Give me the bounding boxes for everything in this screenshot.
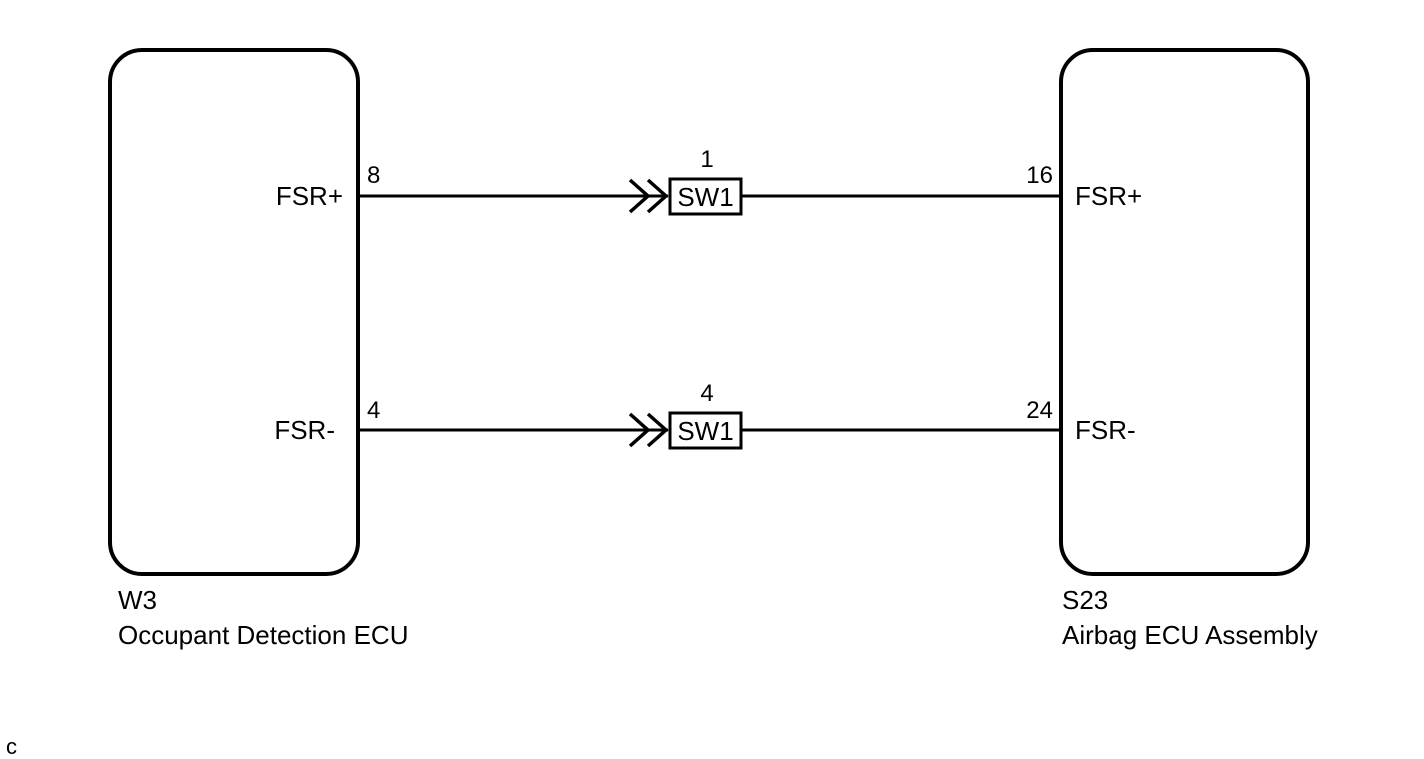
right-ecu-box — [1059, 48, 1310, 576]
connector-sw1-pin4-label: SW1 — [677, 416, 733, 446]
left-ecu-name: Occupant Detection ECU — [118, 620, 408, 650]
connector-2-chevron-outer — [628, 412, 651, 448]
wire-fsr-plus: SW1 1 — [358, 146, 1061, 216]
connector-sw1-pin1-box — [668, 177, 743, 216]
connector-1-chevron-inner — [646, 178, 669, 214]
right-ecu: FSR+ FSR- 16 24 S23 Airbag ECU Assembly — [1026, 48, 1318, 650]
connector-1-chevron-outer — [628, 178, 651, 214]
left-pin-8: 8 — [367, 162, 380, 189]
connector-2-chevron-inner — [646, 412, 669, 448]
left-ecu-code: W3 — [118, 585, 157, 615]
left-signal-fsr-minus: FSR- — [274, 415, 335, 445]
right-signal-fsr-minus: FSR- — [1075, 415, 1136, 445]
connector-sw1-pin4-number: 4 — [700, 380, 713, 407]
connector-sw1-pin1-number: 1 — [700, 146, 713, 173]
right-pin-16: 16 — [1026, 162, 1053, 189]
left-ecu-box — [108, 48, 360, 576]
right-ecu-name: Airbag ECU Assembly — [1062, 620, 1318, 650]
corner-mark: c — [6, 734, 17, 759]
wire-fsr-minus: SW1 4 — [358, 380, 1061, 450]
left-pin-4: 4 — [367, 397, 380, 424]
connector-sw1-pin1-label: SW1 — [677, 182, 733, 212]
left-ecu: FSR+ FSR- 8 4 W3 Occupant Detection ECU — [108, 48, 408, 650]
left-signal-fsr-plus: FSR+ — [276, 181, 343, 211]
right-signal-fsr-plus: FSR+ — [1075, 181, 1142, 211]
right-pin-24: 24 — [1026, 397, 1053, 424]
right-ecu-code: S23 — [1062, 585, 1108, 615]
